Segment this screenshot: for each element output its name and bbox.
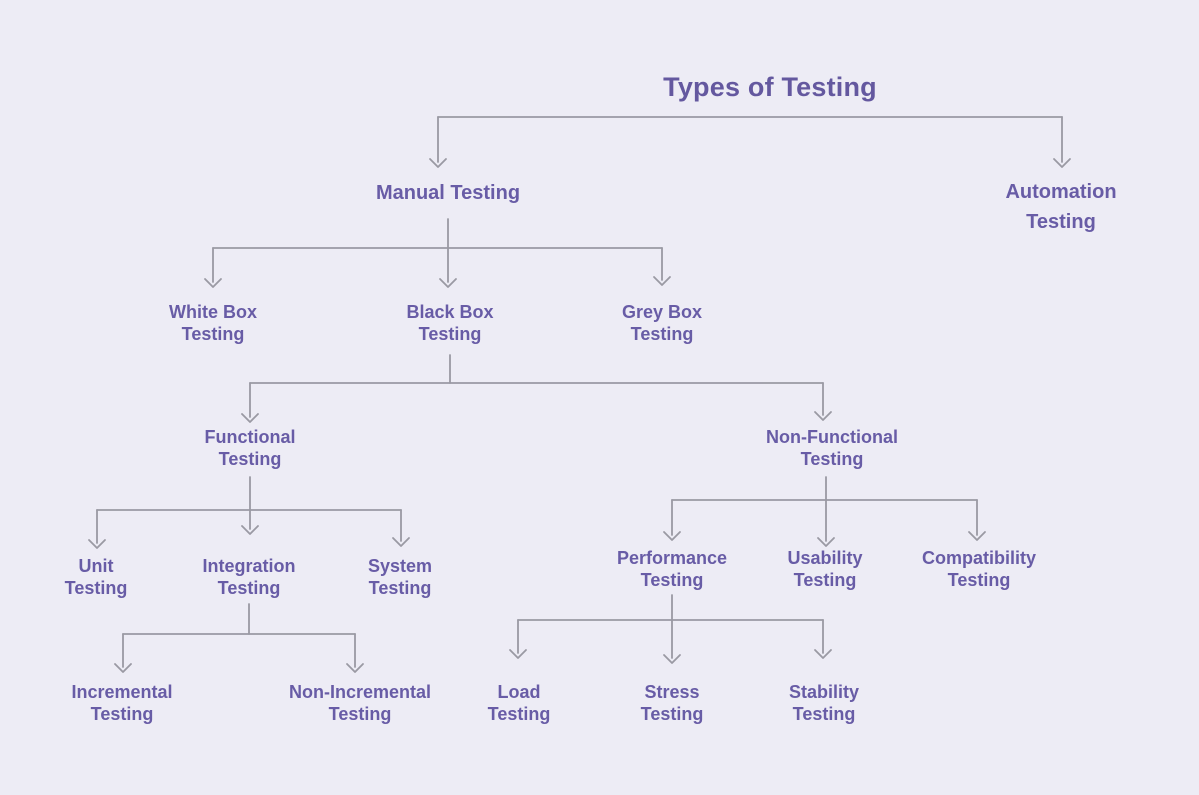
node-label: Unit <box>78 556 114 576</box>
node-label: Automation <box>1005 181 1117 203</box>
node-label: Performance <box>616 548 728 568</box>
node-label: Testing <box>487 704 551 724</box>
node-label: Integration <box>202 556 296 576</box>
node-label: Testing <box>630 324 694 344</box>
node-label: Compatibility <box>921 548 1037 568</box>
node-system-testing: System Testing <box>368 555 432 599</box>
arrowhead-icon <box>968 531 986 541</box>
node-label: Testing <box>64 578 128 598</box>
arrowhead-icon <box>1053 158 1071 168</box>
arrowhead-icon <box>429 158 447 168</box>
arrowhead-icon <box>204 278 222 288</box>
node-label: Manual Testing <box>375 182 521 204</box>
connector-performance-children <box>509 594 832 664</box>
node-non-incremental-testing: Non-Incremental Testing <box>289 681 431 725</box>
node-label: Testing <box>1026 211 1096 233</box>
arrowhead-icon <box>241 525 259 535</box>
node-label: Testing <box>640 570 704 590</box>
node-label: Testing <box>218 449 282 469</box>
arrowhead-icon <box>241 413 259 423</box>
arrowhead-icon <box>663 531 681 541</box>
node-label: Testing <box>793 570 857 590</box>
node-black-box-testing: Black Box Testing <box>406 301 493 345</box>
node-manual-testing: Manual Testing <box>376 178 520 208</box>
node-label: Functional <box>204 427 296 447</box>
node-incremental-testing: Incremental Testing <box>71 681 172 725</box>
node-label: Load <box>497 682 541 702</box>
node-label: Incremental <box>71 682 173 702</box>
node-non-functional-testing: Non-Functional Testing <box>766 426 898 470</box>
node-label: Testing <box>640 704 704 724</box>
arrowhead-icon <box>814 649 832 659</box>
node-label: Testing <box>181 324 245 344</box>
arrowhead-icon <box>346 663 364 673</box>
node-label: Grey Box <box>621 302 703 322</box>
node-label: White Box <box>169 302 257 322</box>
node-performance-testing: Performance Testing <box>617 547 727 591</box>
arrowhead-icon <box>392 537 410 547</box>
node-label: Non-Incremental <box>288 682 432 702</box>
connector-functional-children <box>88 476 410 549</box>
arrowhead-icon <box>663 654 681 664</box>
node-label: Stability <box>788 682 860 702</box>
node-label: Testing <box>800 449 864 469</box>
node-label: Black Box <box>406 302 494 322</box>
page-title: Types of Testing <box>663 72 877 102</box>
node-label: Stress <box>644 682 700 702</box>
connector-nonfunctional-children <box>663 476 986 547</box>
node-label: Testing <box>328 704 392 724</box>
connector-manual-children <box>204 218 671 288</box>
arrowhead-icon <box>509 649 527 659</box>
connector-root-children <box>429 116 1071 168</box>
node-integration-testing: Integration Testing <box>203 555 296 599</box>
node-grey-box-testing: Grey Box Testing <box>622 301 702 345</box>
arrowhead-icon <box>114 663 132 673</box>
node-label: Testing <box>90 704 154 724</box>
connector-blackbox-children <box>241 354 832 423</box>
node-label: System <box>367 556 433 576</box>
node-functional-testing: Functional Testing <box>205 426 296 470</box>
node-unit-testing: Unit Testing <box>65 555 128 599</box>
node-label: Testing <box>418 324 482 344</box>
node-white-box-testing: White Box Testing <box>169 301 257 345</box>
node-label: Testing <box>947 570 1011 590</box>
arrowhead-icon <box>439 278 457 288</box>
connector-integration-children <box>114 603 364 673</box>
node-label: Testing <box>792 704 856 724</box>
node-label: Testing <box>368 578 432 598</box>
arrowhead-icon <box>653 276 671 286</box>
node-label: Testing <box>217 578 281 598</box>
node-compatibility-testing: Compatibility Testing <box>922 547 1036 591</box>
arrowhead-icon <box>814 411 832 421</box>
node-load-testing: Load Testing <box>488 681 551 725</box>
arrowhead-icon <box>817 537 835 547</box>
node-label: Usability <box>787 548 863 568</box>
node-types-of-testing: Types of Testing <box>663 70 877 104</box>
node-label: Non-Functional <box>766 427 898 447</box>
node-usability-testing: Usability Testing <box>787 547 862 591</box>
node-stress-testing: Stress Testing <box>641 681 704 725</box>
node-automation-testing: Automation Testing <box>1005 177 1116 237</box>
arrowhead-icon <box>88 539 106 549</box>
node-stability-testing: Stability Testing <box>789 681 859 725</box>
